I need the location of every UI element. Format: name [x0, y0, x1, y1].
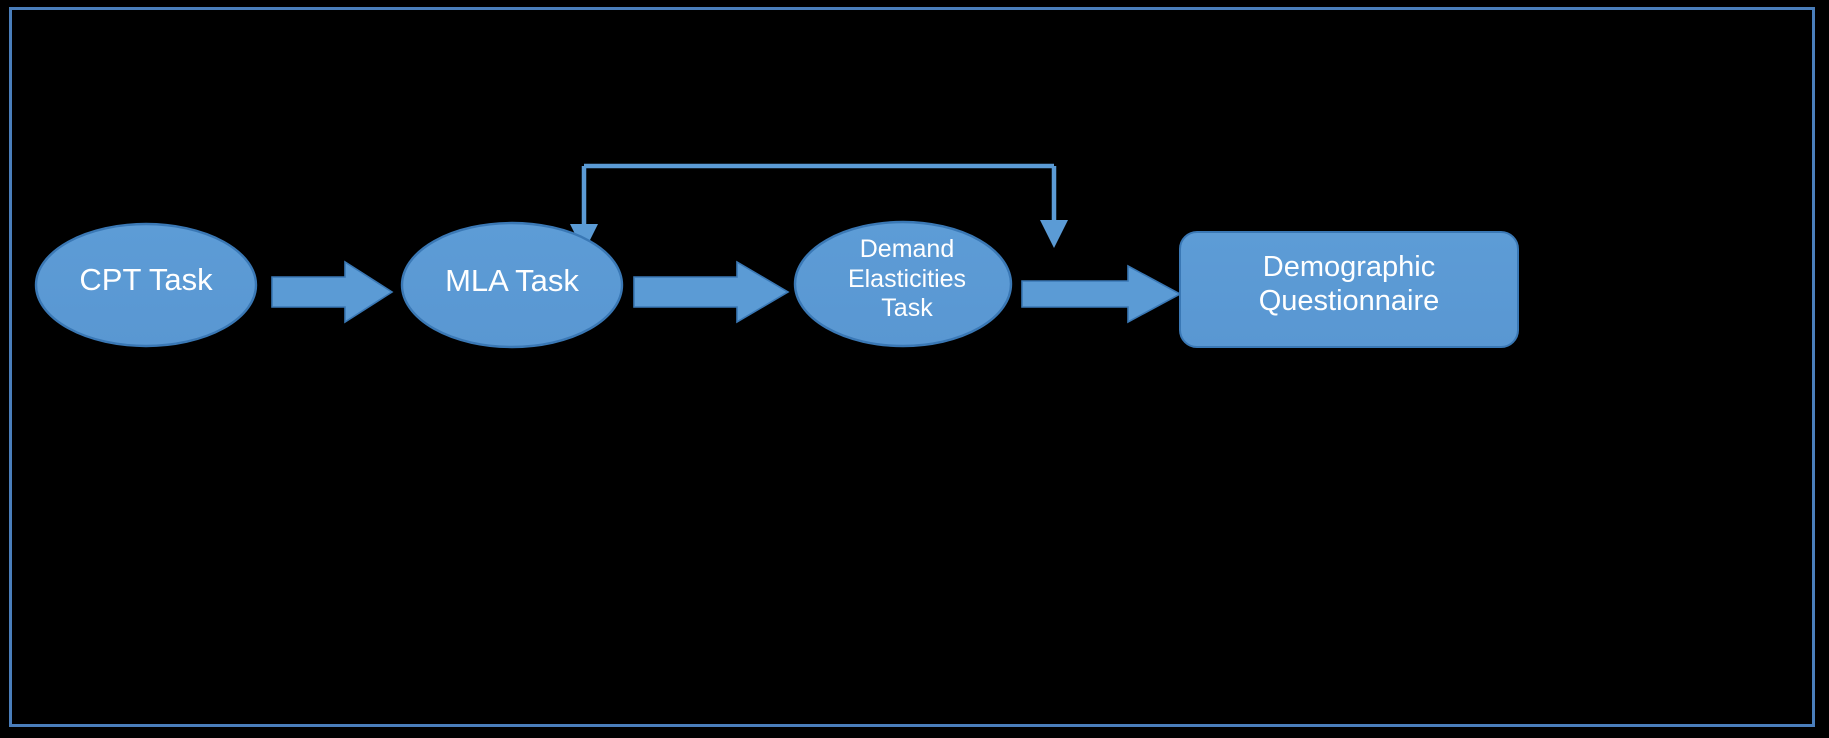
node-cpt-task[interactable]: [34, 222, 258, 348]
node-demographic-questionnaire[interactable]: [1179, 231, 1519, 348]
node-mla-task[interactable]: [400, 221, 624, 349]
node-demand-elasticities-task[interactable]: [793, 220, 1013, 348]
arrow-mla-to-demand: [633, 260, 790, 324]
arrow-cpt-to-mla: [271, 260, 394, 324]
branch-right-arrowhead: [1040, 220, 1068, 248]
arrow-demand-to-demo: [1021, 264, 1182, 324]
